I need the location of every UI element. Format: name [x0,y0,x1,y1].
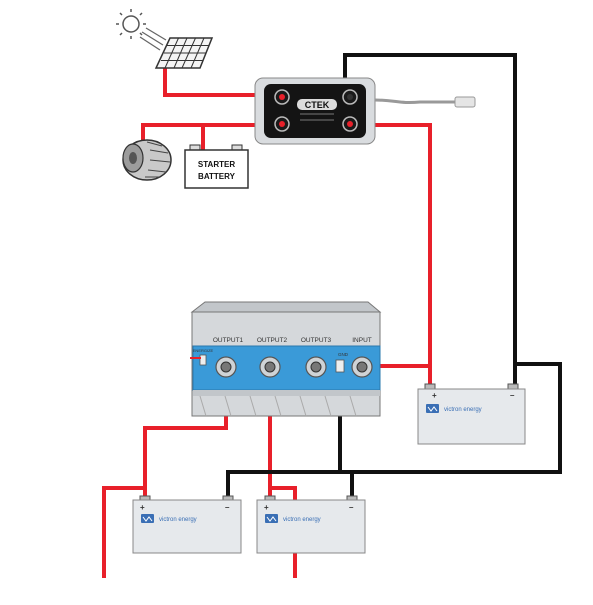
house-battery-left: + – victron energy [132,495,242,554]
alternator-icon [122,139,172,181]
isolator-energize-terminal [199,354,207,366]
wire-starter-positive [141,123,270,145]
sun-icon [116,9,167,51]
starter-battery: STARTER BATTERY [184,144,249,189]
isolator-label-input: INPUT [352,337,372,344]
victron-logo-icon [426,404,439,413]
isolator-stud-output2 [259,356,281,378]
isolator-label-output1: OUTPUT1 [213,337,244,344]
service-battery-brand: victron energy [444,407,482,413]
charger-terminal-output [342,116,358,132]
service-battery-minus: – [510,391,515,400]
solar-panel [154,37,214,69]
wire-charger-output-positive [370,123,432,387]
middle-battery-minus: – [349,503,354,512]
middle-battery-plus: + [264,503,269,512]
isolator-stud-output3 [305,356,327,378]
charger-terminal-negative [342,89,358,105]
ctek-logo: CTEK [305,100,330,110]
ctek-charger: CTEK [254,77,476,145]
charger-terminal-solar [274,89,290,105]
battery-isolator: OUTPUT1 OUTPUT2 OUTPUT3 INPUT GND ENERGI… [190,301,382,417]
middle-battery-brand: victron energy [283,517,321,523]
charger-terminal-alternator [274,116,290,132]
wire-negative-bus [226,362,562,498]
starter-battery-label-line2: BATTERY [198,172,236,181]
isolator-label-output2: OUTPUT2 [257,337,288,344]
house-battery-middle: + – victron energy [256,495,366,554]
left-battery-brand: victron energy [159,517,197,523]
isolator-stud-output1 [215,356,237,378]
isolator-label-energize: ENERGIZE [193,348,214,353]
victron-logo-icon [265,514,278,523]
service-battery: + – victron energy [417,383,526,445]
isolator-label-ground: GND [338,352,349,357]
victron-logo-icon [141,514,154,523]
wire-load-left [102,486,145,578]
isolator-label-output3: OUTPUT3 [301,337,332,344]
isolator-ground-terminal [335,359,345,373]
wire-solar-positive [163,63,270,97]
starter-battery-label-line1: STARTER [198,160,235,169]
left-battery-minus: – [225,503,230,512]
wire-charger-negative [343,53,517,385]
service-battery-plus: + [432,391,437,400]
left-battery-plus: + [140,503,145,512]
isolator-stud-input [351,356,373,378]
